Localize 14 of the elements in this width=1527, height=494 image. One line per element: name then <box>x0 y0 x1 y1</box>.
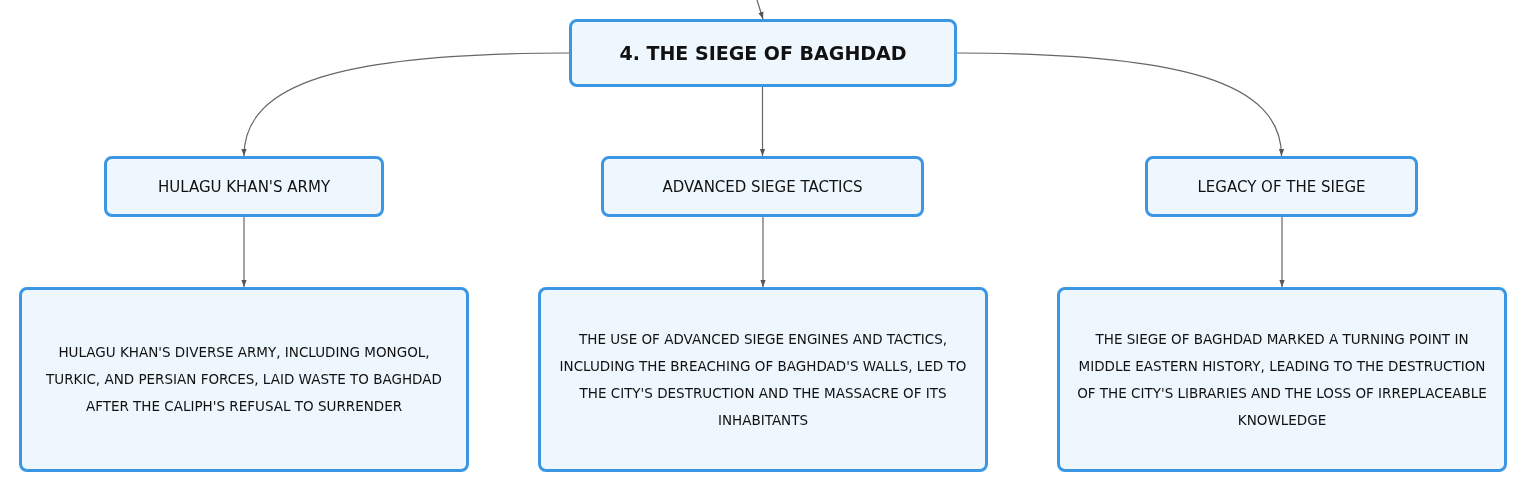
description-box: THE USE OF ADVANCED SIEGE ENGINES AND TACTICS, INCLUDING THE BREACHING OF BAGHDAD'S WALLS, LED TO THE CITY'S DESTRUCTION AND THE MASSACRE OF ITS INHABITANTS <box>538 287 988 472</box>
description-box: HULAGU KHAN'S DIVERSE ARMY, INCLUDING MONGOL, TURKIC, AND PERSIAN FORCES, LAID WASTE TO BAGHDAD AFTER THE CALIPH'S REFUSAL TO SURRENDER <box>19 287 469 472</box>
arrow <box>956 52 1284 157</box>
arrow <box>1279 216 1285 288</box>
arrow <box>756 0 764 20</box>
arrow <box>759 86 766 157</box>
description-box: THE SIEGE OF BAGHDAD MARKED A TURNING POINT IN MIDDLE EASTERN HISTORY, LEADING TO THE DESTRUCTION OF THE CITY'S LIBRARIES AND THE LOSS OF IRREPLACEABLE KNOWLEDGE <box>1057 287 1507 472</box>
title-box: 4. THE SIEGE OF BAGHDAD <box>569 19 957 87</box>
arrow <box>760 216 766 288</box>
topic-box: ADVANCED SIEGE TACTICS <box>601 156 924 217</box>
topic-box: HULAGU KHAN'S ARMY <box>104 156 384 217</box>
arrow <box>242 52 570 157</box>
topic-box: LEGACY OF THE SIEGE <box>1145 156 1418 217</box>
arrow <box>241 216 247 288</box>
